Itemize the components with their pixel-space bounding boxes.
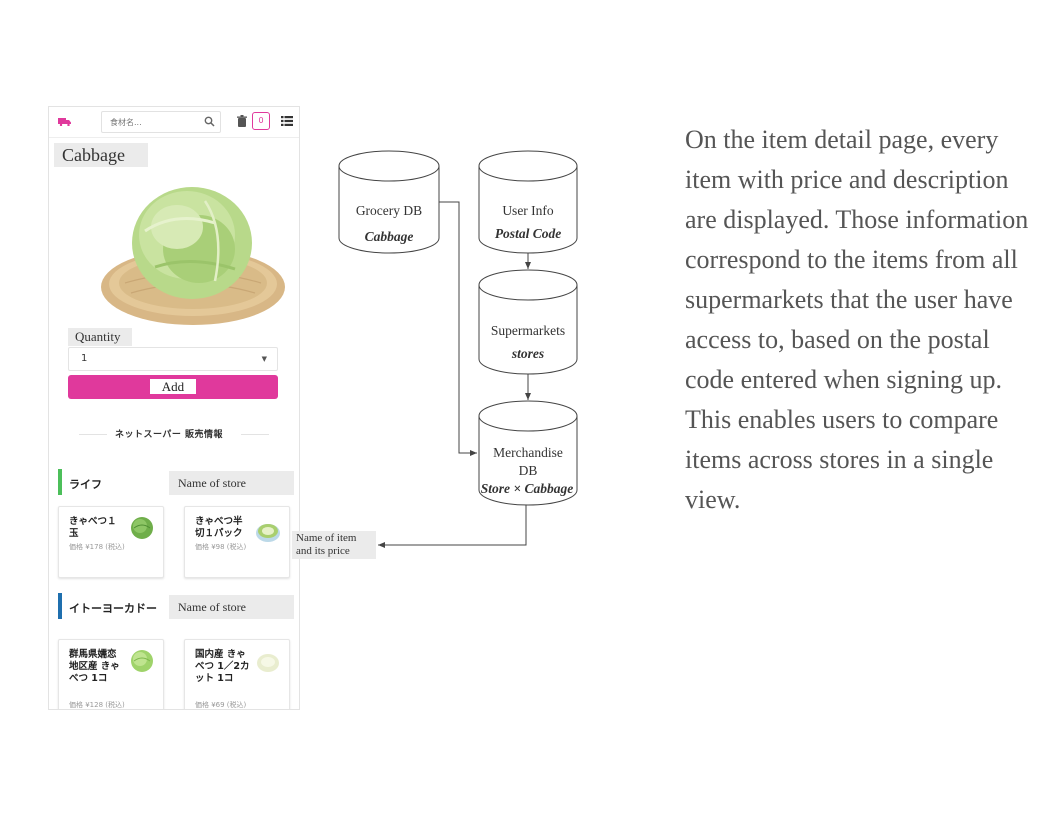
item-price: 価格 ¥98 (税込) [195,543,247,551]
grocery-to-merchandise-arrow [439,201,477,456]
item-price-note: Name of item and its price [292,531,376,559]
truck-logo-icon[interactable] [58,117,71,126]
note-line-1: Name of item [296,532,357,544]
store-color-bar [58,593,62,619]
grocery-db-cylinder [338,150,440,254]
divider [79,434,107,435]
store-annotation-label: Name of store [169,471,294,495]
cart-count-badge[interactable]: 0 [252,112,270,130]
merchandise-to-app-arrow [378,505,527,548]
trash-icon[interactable] [237,115,247,127]
section-heading-text: ネットスーパー 販売情報 [115,430,224,440]
merchandise-db-subtitle: Store × Cabbage [480,481,574,496]
item-price: 価格 ¥128 (税込) [69,701,125,709]
item-title: 群馬県嬬恋地区産 きゃべつ 1コ [69,649,120,684]
item-title: きゃべつ半切１パック [195,516,243,539]
store-name: ライフ [69,478,102,491]
cabbage-thumbnail [131,517,153,539]
store-name: イトーヨーカドー [69,602,157,615]
description-text: On the item detail page, every item with… [685,125,1029,514]
supermarkets-cylinder [478,269,578,375]
item-card[interactable]: 群馬県嬬恋地区産 きゃべつ 1コ 価格 ¥128 (税込) [58,639,164,709]
store-color-bar [58,469,62,495]
divider [241,434,269,435]
add-button-label: Add [150,379,196,394]
quantity-value: 1 [81,353,88,364]
store-annotation-label: Name of store [169,595,294,619]
quantity-label: Quantity [68,328,132,346]
half-cabbage-thumbnail [257,654,279,672]
item-card[interactable]: きゃべつ１玉 価格 ¥178 (税込) [58,506,164,578]
add-to-cart-button[interactable]: Add [68,375,278,399]
section-heading: ネットスーパー 販売情報 [79,427,269,441]
merchandise-db-cylinder [478,400,578,506]
grocery-db-title: Grocery DB [355,203,423,218]
merchandise-db-title-2: DB [518,463,538,478]
app-screenshot: 0 Cabbage Quantity 1 ▼ Add ネットスーパー 販売情報 [48,106,300,710]
quantity-select[interactable]: 1 ▼ [68,347,278,371]
note-line-2: and its price [296,545,350,557]
cabbage-thumbnail [131,650,153,672]
user-info-subtitle: Postal Code [494,226,562,241]
item-price: 価格 ¥178 (税込) [69,543,125,551]
search-input[interactable] [110,115,200,129]
user-info-cylinder [478,150,578,254]
caret-down-icon: ▼ [261,355,267,363]
user-info-title: User Info [502,203,554,218]
item-title: 国内産 きゃべつ 1／2カット 1コ [195,649,250,684]
app-header: 0 [49,107,299,138]
list-menu-icon[interactable] [281,116,293,126]
supermarkets-title: Supermarkets [490,323,566,338]
search-icon[interactable] [204,116,215,127]
item-price: 価格 ¥69 (税込) [195,701,247,709]
item-card[interactable]: 国内産 きゃべつ 1／2カット 1コ 価格 ¥69 (税込) [184,639,290,709]
item-title: きゃべつ１玉 [69,516,117,539]
merchandise-db-title-1: Merchandise [493,445,563,460]
cabbage-photo [101,187,285,325]
item-title: Cabbage [54,143,148,167]
half-cabbage-thumbnail [256,524,280,542]
item-card[interactable]: きゃべつ半切１パック 価格 ¥98 (税込) [184,506,290,578]
search-box[interactable] [101,111,221,133]
supermarkets-subtitle: stores [511,346,545,361]
grocery-db-subtitle: Cabbage [364,229,414,244]
